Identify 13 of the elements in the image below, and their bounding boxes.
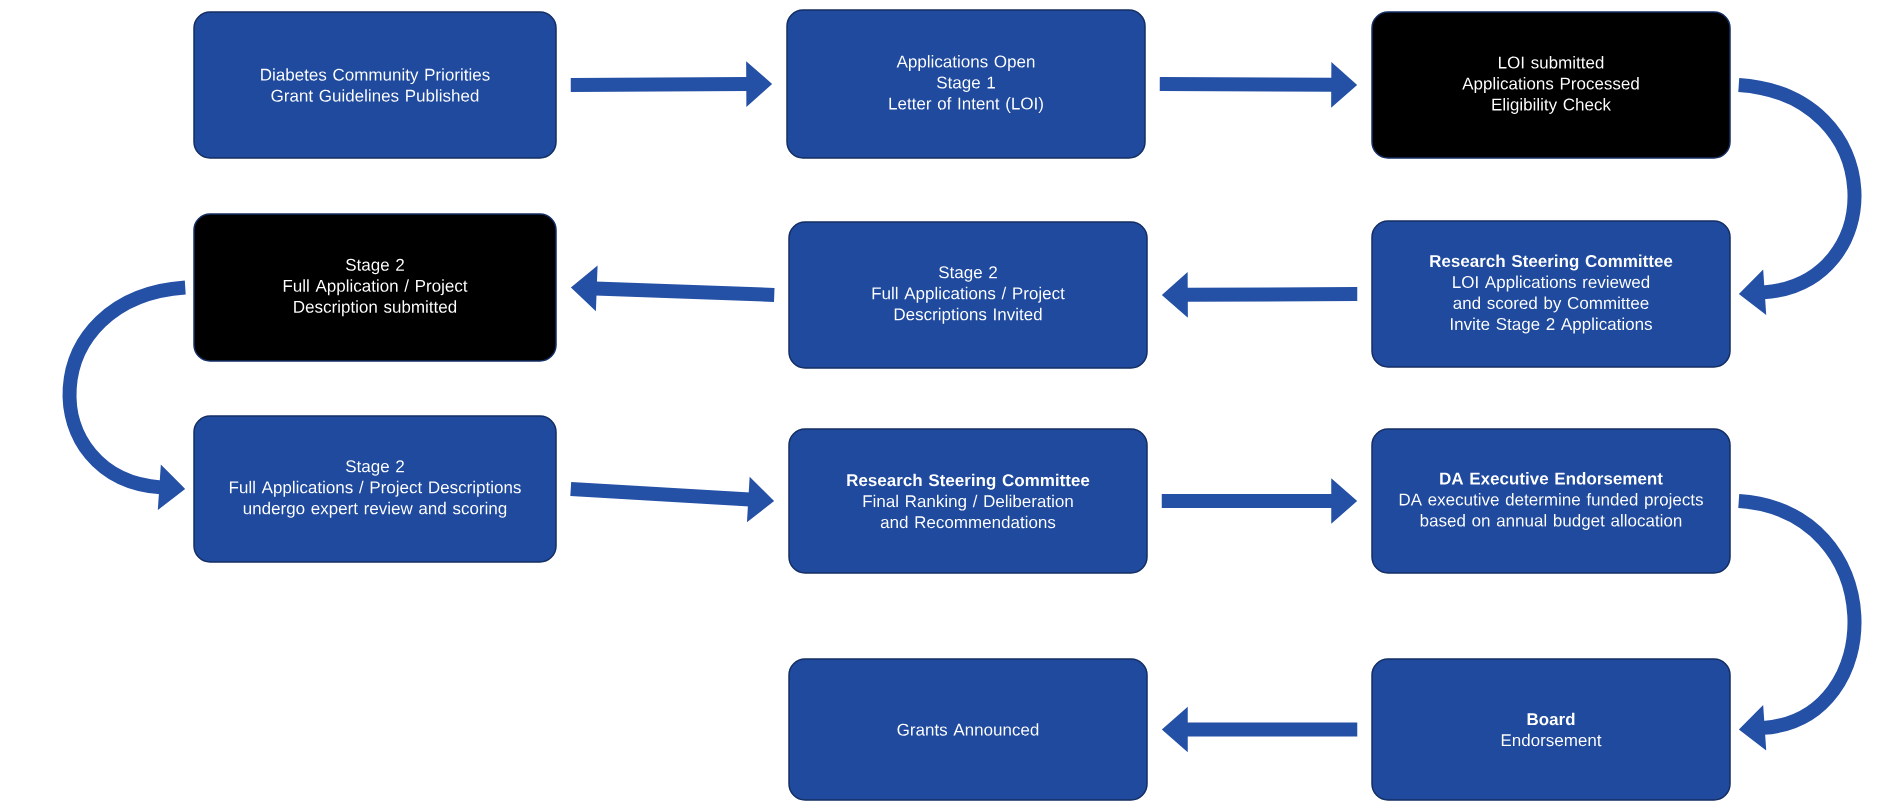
process-box: Applications Open Stage 1 Letter of Intent (LOI) <box>786 9 1146 159</box>
process-box: Research Steering Committee Final Ranking / Deliberation and Recommendations <box>788 428 1148 574</box>
process-box: Stage 2 Full Applications / Project Descriptions Invited <box>788 221 1148 369</box>
process-box: DA Executive Endorsement DA executive determine funded projects based on annual budget allocation <box>1371 428 1731 574</box>
process-box: LOI submitted Applications Processed Eligibility Check <box>1371 11 1731 159</box>
arrow <box>1737 494 1862 751</box>
arrow <box>1737 78 1862 316</box>
process-box: Diabetes Community Priorities Grant Guidelines Published <box>193 11 557 159</box>
process-box: Stage 2 Full Applications / Project Descriptions undergo expert review and scoring <box>193 415 557 563</box>
process-box: Board Endorsement <box>1371 658 1731 801</box>
process-box: Stage 2 Full Application / Project Description submitted <box>193 213 557 362</box>
process-box: Research Steering Committee LOI Applications reviewed and scored by Committee Invite Stage 2 Applications <box>1371 220 1731 368</box>
process-box: Grants Announced <box>788 658 1148 801</box>
